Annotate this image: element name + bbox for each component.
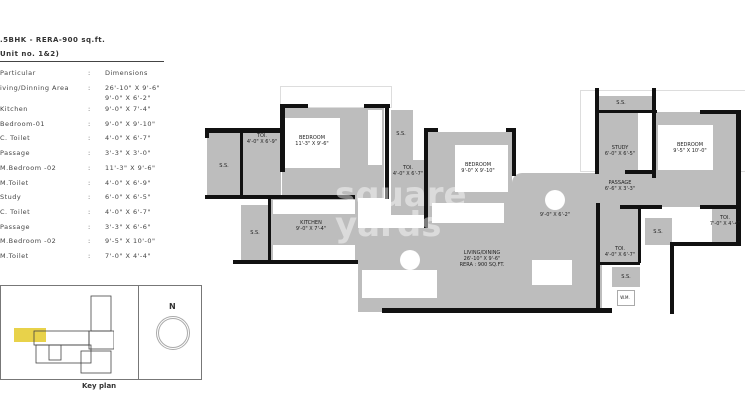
ss-kitchen <box>241 205 269 262</box>
ss-right <box>645 218 672 245</box>
row-sep: : <box>88 119 91 128</box>
row-name: M.Bedroom -02 <box>0 237 57 246</box>
row-dim: 4'-0" X 6'-7" <box>105 207 151 216</box>
watermark: square yards <box>335 175 467 245</box>
row-dim: 7'-0" X 4'-4" <box>105 252 151 260</box>
row-dim: 4'-0" X 6'-7" <box>105 134 151 143</box>
toi4-label: TOI.4'-0" X 6'-7" <box>604 246 636 258</box>
wm-label: W.M. <box>620 295 630 300</box>
row-name: M.Toilet <box>0 178 29 187</box>
row-name: M.Bedroom -02 <box>0 163 57 172</box>
toilet-common-1 <box>391 160 425 215</box>
row-sep: : <box>88 134 91 143</box>
ss-left <box>207 132 241 197</box>
row-sep: : <box>88 105 91 113</box>
ss-label: S.S. <box>621 274 631 280</box>
row-name: M.Toilet <box>0 252 29 260</box>
ss-label: S.S. <box>396 131 406 137</box>
row-name: Kitchen <box>0 105 28 113</box>
header-subtitle: Unit no. 1&2) <box>0 50 60 58</box>
ss-label: S.S. <box>250 230 260 236</box>
row-dim: 6'-0" X 6'-5" <box>105 193 151 202</box>
ss-mid <box>391 110 413 160</box>
row-name: Study <box>0 193 22 202</box>
row-dim: 9'-5" X 10'-0" <box>105 237 156 246</box>
row-name: Passage <box>0 222 30 231</box>
row-dim2: 9'-0" X 6'-2" <box>105 94 151 102</box>
dining-table <box>532 260 572 285</box>
ss-bottom <box>612 267 640 287</box>
foyer-label: 9'-0" X 6'-2" <box>539 212 571 218</box>
row-sep: : <box>88 149 91 158</box>
row-sep: : <box>88 237 91 246</box>
round-table <box>400 250 420 270</box>
row-sep: : <box>88 252 91 260</box>
north-label: N <box>169 302 176 311</box>
row-name: iving/Dinning Area <box>0 84 70 92</box>
row-dim: 11'-3" X 9'-6" <box>105 163 156 172</box>
row-sep: : <box>88 178 91 187</box>
study <box>598 112 638 172</box>
row-dim: 3'-3" X 3'-0" <box>105 149 151 158</box>
toi3-label: TOI.7'-0" X 4'-4" <box>709 215 741 227</box>
divider <box>0 61 164 62</box>
toi1-label: TOI.4'-0" X 6'-9" <box>246 133 278 145</box>
ss-label: S.S. <box>219 163 229 169</box>
toilet-master-1 <box>243 132 281 197</box>
key-plan-drawing <box>14 295 114 374</box>
row-sep: : <box>88 207 91 216</box>
row-sep: : <box>88 69 91 77</box>
passage <box>595 170 655 205</box>
row-sep: : <box>88 193 91 202</box>
row-dim: 4'-0" X 6'-9" <box>105 178 151 187</box>
ss-label: S.S. <box>653 229 663 235</box>
row-sep: : <box>88 84 91 92</box>
row-sep: : <box>88 222 91 231</box>
compass-icon <box>156 316 190 350</box>
foyer-table <box>545 190 565 210</box>
row-name: C. Toilet <box>0 134 31 143</box>
key-plan-box: N <box>0 285 202 380</box>
row-dim: 26'-10" X 9'-6" <box>105 84 161 92</box>
row-dim: Dimensions <box>105 69 148 77</box>
row-name: Passage <box>0 149 30 158</box>
row-name: Particular <box>0 69 36 77</box>
ss-study <box>598 96 654 110</box>
row-dim: 9'-0" X 9'-10" <box>105 119 156 128</box>
toi2-label: TOI.4'-0" X 6'-7" <box>392 165 424 177</box>
row-dim: 9'-0" X 7'-4" <box>105 105 151 113</box>
row-name: C. Toilet <box>0 207 31 216</box>
toilet-common-2 <box>600 205 640 263</box>
ss-label: S.S. <box>616 100 626 106</box>
row-sep: : <box>88 163 91 172</box>
row-name: Bedroom-01 <box>0 119 46 128</box>
header-title: .5BHK - RERA-900 sq.ft. <box>0 36 106 44</box>
row-dim: 3'-3" X 6'-6" <box>105 222 151 231</box>
key-plan-label: Key plan <box>82 382 117 390</box>
